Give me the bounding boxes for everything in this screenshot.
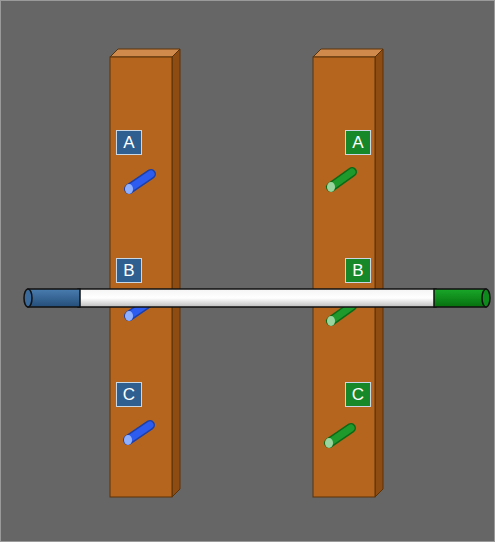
label-box: A [345,130,371,155]
label-letter: B [352,262,363,279]
left-post [110,49,180,497]
label-letter: B [123,262,134,279]
label-box: B [116,258,142,283]
label-box: A [116,130,142,155]
label-letter: C [123,386,135,403]
rod [24,289,490,307]
label-box: C [116,382,142,407]
label-letter: C [352,386,364,403]
right-post [313,49,383,497]
label-letter: A [352,134,363,151]
label-box: B [345,258,371,283]
label-box: C [345,382,371,407]
label-letter: A [123,134,134,151]
